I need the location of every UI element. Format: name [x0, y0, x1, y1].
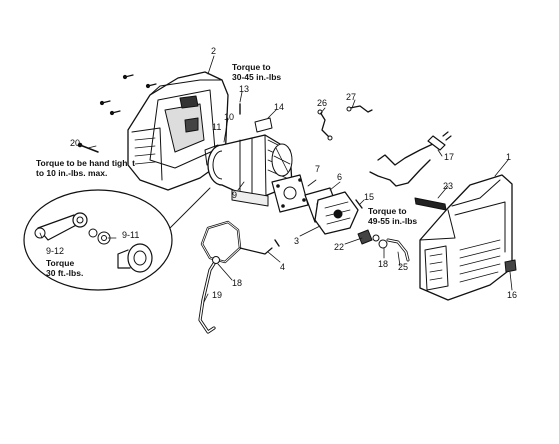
- callout-9-11: 9-11: [122, 230, 140, 240]
- callout-27: 27: [346, 92, 357, 102]
- right-shroud-housing: [419, 174, 513, 301]
- callout-9: 9: [232, 190, 238, 200]
- callout-26: 26: [317, 98, 328, 108]
- callout-22: 22: [334, 242, 345, 252]
- callout-19: 19: [212, 290, 223, 300]
- callout-4: 4: [280, 262, 286, 272]
- callout-14: 14: [274, 102, 285, 112]
- callout-25: 25: [398, 262, 409, 272]
- switch-parts-26-27: [317, 105, 373, 141]
- screw-20: [77, 142, 99, 153]
- callout-7: 7: [315, 164, 321, 174]
- torque-note-49-55: Torque to 49-55 in.-lbs: [368, 206, 418, 226]
- callout-2: 2: [211, 46, 217, 56]
- housing-screws: [99, 74, 157, 116]
- torque-note-hand-tight: Torque to be hand tigh t to 10 in.-lbs. …: [36, 158, 135, 178]
- callout-13: 13: [239, 84, 250, 94]
- callout-18-right: 18: [378, 259, 389, 269]
- grommet-18-left: [212, 256, 220, 264]
- cylinder-head-3: [314, 191, 359, 235]
- callout-6: 6: [337, 172, 343, 182]
- callout-16: 16: [507, 290, 518, 300]
- tube-25: [386, 238, 410, 262]
- power-cord-17: [369, 131, 452, 187]
- callout-17: 17: [444, 152, 455, 162]
- left-shroud-housing: [127, 71, 229, 191]
- callout-11: 11: [212, 122, 222, 132]
- callout-20: 20: [70, 138, 81, 148]
- hose-19: [198, 260, 217, 334]
- fitting-22: [357, 229, 380, 245]
- torque-note-30ft: Torque 30 ft.-lbs.: [46, 258, 84, 278]
- screw-15: [355, 199, 363, 209]
- cord-wrap-23: [414, 197, 447, 211]
- callout-9-12: 9-12: [46, 246, 65, 256]
- gasket-plate-7: [271, 174, 309, 213]
- handle-frame: [200, 220, 280, 264]
- callout-1: 1: [506, 152, 512, 162]
- foot-16: [504, 259, 517, 273]
- callout-3: 3: [294, 236, 300, 246]
- part-14-block: [254, 117, 273, 133]
- leader-lines: [39, 55, 513, 303]
- callout-10: 10: [224, 112, 235, 122]
- detail-circle: [23, 187, 211, 291]
- callout-18-left: 18: [232, 278, 243, 288]
- grommet-18-right: [378, 239, 388, 249]
- callout-23: 23: [443, 181, 454, 191]
- callout-15: 15: [364, 192, 375, 202]
- torque-note-30-45: Torque to 30-45 in.-lbs: [232, 62, 282, 82]
